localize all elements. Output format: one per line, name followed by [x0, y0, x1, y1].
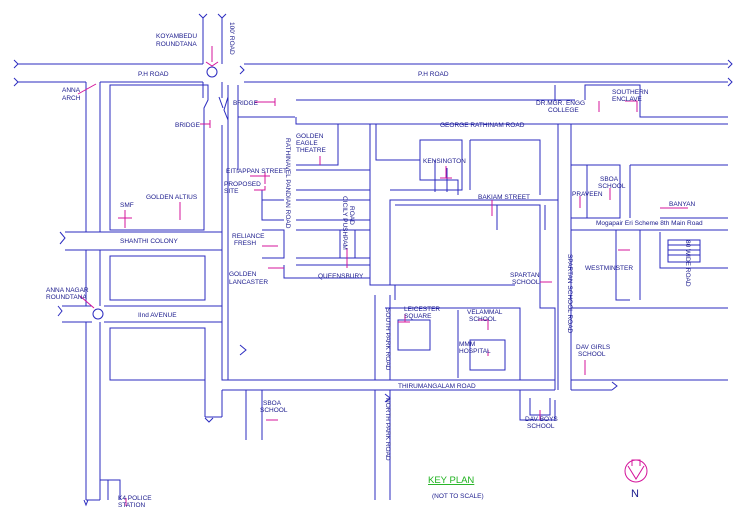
- key-plan-legend: KEY PLAN (NOT TO SCALE): [428, 475, 484, 500]
- label-ph-road-right: P.H ROAD: [418, 71, 449, 78]
- label-mmm-2: HOSPITAL: [459, 348, 491, 355]
- label-dr-mgr-2: COLLEGE: [548, 107, 579, 114]
- label-sboa-bottom-2: SCHOOL: [260, 407, 288, 414]
- koyambedu-roundabout: [206, 66, 218, 78]
- label-smf: SMF: [120, 202, 134, 209]
- label-lancaster-2: LANCASTER: [229, 279, 268, 286]
- label-bridge-top: BRIDGE: [233, 100, 259, 107]
- label-second-avenue: IInd AVENUE: [138, 312, 177, 319]
- label-queensbury: QUEENSBURY: [318, 273, 364, 280]
- label-anna-arch-2: ARCH: [62, 95, 81, 102]
- label-lancaster-1: GOLDEN: [229, 271, 257, 278]
- north-arrow-icon: N: [624, 459, 648, 500]
- label-100-road: 100' ROAD: [228, 22, 235, 55]
- label-south-park: SOUTH PARK ROAD: [384, 308, 391, 371]
- label-george-rathinam: GEORGE RATHINAM ROAD: [440, 122, 525, 129]
- label-sboa-top-1: SBOA: [600, 176, 619, 183]
- label-spartan-school-road: SPARTAN SCHOOL ROAD: [566, 254, 573, 334]
- label-koyambedu-1: KOYAMBEDU: [156, 33, 197, 40]
- label-sboa-top-2: SCHOOL: [598, 183, 626, 190]
- label-sboa-bottom-1: SBOA: [263, 400, 282, 407]
- key-plan-title: KEY PLAN: [428, 475, 474, 486]
- map-labels: KOYAMBEDU ROUNDTANA 100' ROAD P.H ROAD P…: [46, 22, 703, 509]
- label-anna-nagar-1: ANNA NAGAR: [46, 287, 89, 294]
- north-label: N: [631, 488, 639, 500]
- label-kensington: KENSINGTON: [423, 158, 466, 165]
- label-westminster: WESTMINSTER: [585, 265, 633, 272]
- label-north-park: NORTH PARK ROAD: [384, 398, 391, 461]
- label-80-wide-road: 80 WIDE ROAD: [684, 240, 691, 287]
- label-k4-1: K4 POLICE: [118, 495, 152, 502]
- scale-note: (NOT TO SCALE): [432, 493, 484, 500]
- label-eitiappan: EITIAPPAN STREET: [226, 168, 287, 175]
- landmark-pointers: [77, 46, 688, 506]
- label-golden-altius: GOLDEN ALTIUS: [146, 194, 198, 201]
- label-golden-eagle-1: GOLDEN: [296, 133, 324, 140]
- label-spartan-school-2: SCHOOL: [512, 279, 540, 286]
- label-mogapair: Mogapair Eri Scheme 8th Main Road: [596, 220, 703, 227]
- label-anna-nagar-2: ROUNDTANA: [46, 294, 87, 301]
- label-leicester-2: SQUARE: [404, 313, 432, 320]
- label-ph-road-left: P.H ROAD: [138, 71, 169, 78]
- label-proposed-site-1: PROPOSED: [224, 181, 261, 188]
- label-mmm-1: MMM: [459, 341, 475, 348]
- label-reliance-2: FRESH: [234, 240, 256, 247]
- label-southern-enclave-2: ENCLAVE: [612, 96, 643, 103]
- label-anna-arch-1: ANNA: [62, 87, 81, 94]
- label-golden-eagle-3: THEATRE: [296, 147, 327, 154]
- label-reliance-1: RELIANCE: [232, 233, 265, 240]
- label-proposed-site-2: SITE: [224, 188, 239, 195]
- label-cicily-1: CICILY PUSHPAM: [341, 196, 348, 250]
- label-bridge-left: BRIDGE: [175, 122, 201, 129]
- label-banyan: BANYAN: [669, 201, 696, 208]
- label-dav-boys-2: SCHOOL: [527, 423, 555, 430]
- label-spartan-school-1: SPARTAN: [510, 272, 540, 279]
- label-dav-girls-2: SCHOOL: [578, 351, 606, 358]
- label-shanthi-colony: SHANTHI COLONY: [120, 238, 178, 245]
- label-dr-mgr-1: DR.MGR. ENGG: [536, 100, 585, 107]
- label-rathinavel-road: RATHINAVEL PANDIAN ROAD: [284, 138, 291, 229]
- anna-nagar-roundabout: [92, 308, 104, 320]
- label-praveen: PRAVEEN: [572, 191, 603, 198]
- label-leicester-1: LEICESTER: [404, 306, 440, 313]
- label-golden-eagle-2: EAGLE: [296, 140, 318, 147]
- label-thirumangalam: THIRUMANGALAM ROAD: [398, 383, 476, 390]
- label-velammal-2: SCHOOL: [469, 316, 497, 323]
- label-velammal-1: VELAMMAL: [467, 309, 503, 316]
- label-cicily-2: ROAD: [348, 206, 355, 225]
- label-dav-girls-1: DAV GIRLS: [576, 344, 611, 351]
- label-koyambedu-2: ROUNDTANA: [156, 41, 197, 48]
- road-network: [13, 13, 733, 507]
- label-bakiam: BAKIAM STREET: [478, 194, 530, 201]
- label-southern-enclave-1: SOUTHERN: [612, 89, 649, 96]
- label-dav-boys-1: DAV BOYS: [525, 416, 558, 423]
- label-k4-2: STATION: [118, 502, 146, 509]
